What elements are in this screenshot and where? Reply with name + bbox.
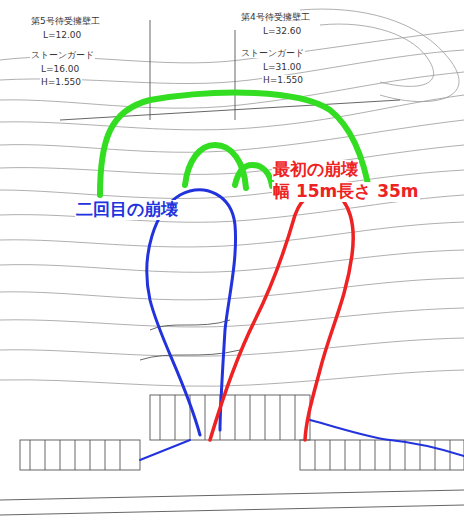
dimension: H=1.550 <box>262 75 304 85</box>
fence-name: ストーンガード <box>30 50 95 60</box>
collapse-size: 幅 15m長さ 35m <box>272 182 420 202</box>
dimension: L=12.00 <box>42 30 82 40</box>
collapse-label: 二回目の崩壊 <box>75 200 179 220</box>
collapse-label: 最初の崩壊 <box>272 160 359 180</box>
dimension: L=32.60 <box>262 26 302 36</box>
dimension: L=16.00 <box>40 64 80 74</box>
fence-name: ストーンガード <box>240 48 305 58</box>
dimension: L=31.00 <box>262 62 302 72</box>
dimension: H=1.550 <box>40 77 82 87</box>
wall-name: 第5号待受擁壁工 <box>30 16 101 26</box>
wall-name: 第4号待受擁壁工 <box>240 12 311 22</box>
